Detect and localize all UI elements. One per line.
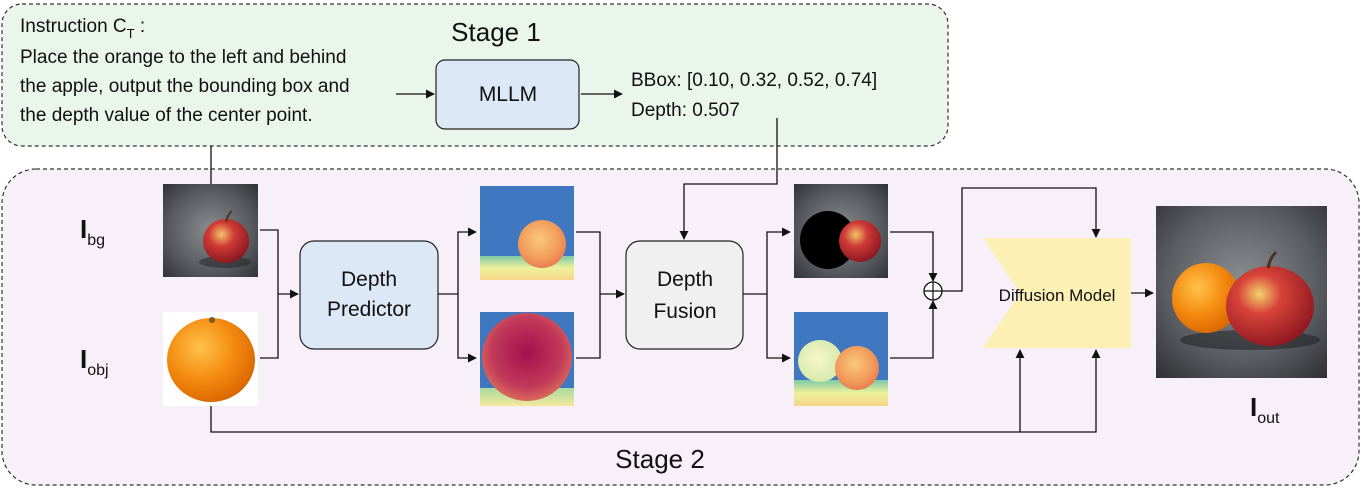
arrow-fusion-to-masked-image: [766, 227, 791, 294]
arrow-depth-to-add: [890, 300, 938, 359]
mllm-box: [435, 59, 580, 130]
fused-depth-map: [794, 312, 888, 406]
depth-fusion-box: [625, 240, 744, 350]
object-depth-map: [480, 312, 574, 406]
connector-bg-to-predictor: [260, 229, 279, 294]
connector-bg-depth-to-fusion: [576, 231, 601, 294]
background-image: [163, 184, 258, 277]
input-obj-label: Iobj: [80, 344, 109, 379]
connector-obj-depth-to-fusion: [576, 294, 601, 359]
arrow-masked-to-add: [890, 231, 938, 282]
masked-background-image: [794, 184, 888, 278]
background-depth-map: [480, 186, 574, 280]
diffusion-model-label: Diffusion Model: [999, 286, 1116, 305]
depth-predictor-label-2: Predictor: [327, 298, 411, 321]
instruction-line-3: the depth value of the center point.: [20, 105, 313, 126]
instruction-line-2: the apple, output the bounding box and: [20, 76, 350, 97]
depth-output: Depth: 0.507: [631, 100, 740, 121]
diffusion-model-shape: [983, 238, 1131, 348]
depth-fusion-label-1: Depth: [657, 268, 713, 291]
stage2-label: Stage 2: [615, 444, 705, 474]
output-image: [1156, 206, 1327, 378]
output-label: Iout: [1250, 392, 1280, 427]
arrow-object-to-diffusion: [210, 349, 1101, 433]
stage1-label: Stage 1: [451, 17, 541, 47]
arrow-predictor-to-obj-depth: [457, 294, 477, 363]
add-operator-icon: [923, 281, 943, 301]
connector-obj-to-predictor: [260, 294, 279, 359]
input-bg-label: Ibg: [80, 214, 105, 249]
arrow-predictor-to-bg-depth: [457, 227, 477, 294]
object-image: [163, 312, 258, 406]
depth-predictor-box: [299, 240, 439, 350]
mllm-label: MLLM: [479, 83, 537, 106]
instruction-title: Instruction CT :: [20, 16, 145, 41]
instruction-line-1: Place the orange to the left and behind: [20, 47, 346, 68]
arrow-add-to-diffusion: [942, 187, 1101, 292]
arrow-depth-value-to-fusion: [679, 118, 778, 240]
bbox-output: BBox: [0.10, 0.32, 0.52, 0.74]: [631, 70, 877, 91]
arrow-fusion-to-fused-depth: [766, 294, 791, 363]
depth-predictor-label-1: Depth: [341, 268, 397, 291]
depth-fusion-label-2: Fusion: [653, 300, 716, 323]
